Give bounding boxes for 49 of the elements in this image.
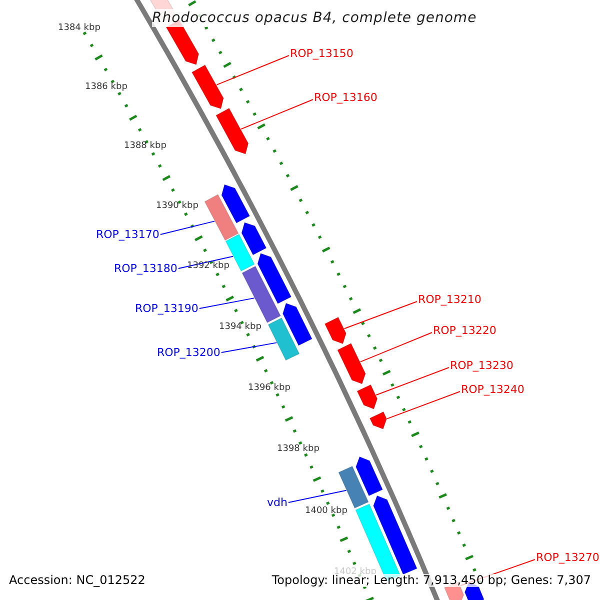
gene-feature (282, 302, 312, 346)
gene-label: ROP_13240 (461, 383, 524, 396)
leader-line (376, 367, 450, 396)
gene-feature (369, 411, 388, 430)
leader-line (360, 332, 432, 362)
gene-feature (356, 384, 378, 410)
leader-line (220, 342, 278, 353)
scale-label: 1400 kbp (305, 506, 348, 517)
scale-label: 1384 kbp (58, 23, 100, 34)
gene-feature (257, 253, 292, 304)
gene-feature (337, 343, 366, 384)
gene-feature (216, 108, 249, 154)
leader-line (160, 220, 216, 235)
scale-label: 1394 kbp (219, 322, 262, 333)
gene-feature (192, 64, 224, 110)
gene-label: ROP_13180 (114, 262, 178, 275)
gene-label: ROP_13230 (450, 359, 514, 372)
gene-label: ROP_13270 (536, 551, 600, 564)
gene-feature (221, 184, 250, 224)
gene-label: ROP_13190 (135, 302, 198, 315)
gene-label: ROP_13220 (433, 324, 496, 337)
scale-label: 1388 kbp (124, 141, 166, 152)
scale-label: 1390 kbp (156, 201, 198, 212)
footer-text: Topology: linear; Length: 7,913,450 bp; Genes: 7,307 (272, 574, 591, 587)
title: Rhodococcus opacus B4, complete genome (152, 9, 477, 27)
leader-line (344, 301, 418, 330)
leader-line (198, 298, 255, 309)
gene-block (268, 318, 300, 361)
scale-label: 1386 kbp (85, 82, 128, 93)
gene-label: ROP_13160 (314, 91, 378, 104)
gene-feature (241, 222, 267, 256)
scale-label: 1396 kbp (248, 383, 290, 394)
footer-text: Accession: NC_012522 (9, 574, 146, 587)
leader-line (240, 99, 314, 130)
leader-line (178, 256, 234, 269)
gene-feature (324, 316, 346, 344)
gene-block (242, 266, 281, 323)
leader-line (288, 490, 347, 503)
leader-line (386, 391, 460, 420)
leader-line (216, 55, 290, 86)
gene-label: ROP_13170 (96, 228, 160, 241)
scale-label: 1392 kbp (187, 261, 230, 272)
gene-feature (356, 456, 383, 496)
scale-label: 1398 kbp (277, 444, 320, 455)
gene-label: ROP_13200 (157, 346, 220, 359)
gene-label: vdh (267, 496, 288, 509)
gene-label: ROP_13150 (290, 47, 354, 60)
gene-block (204, 194, 239, 241)
gene-label: ROP_13210 (418, 293, 482, 306)
